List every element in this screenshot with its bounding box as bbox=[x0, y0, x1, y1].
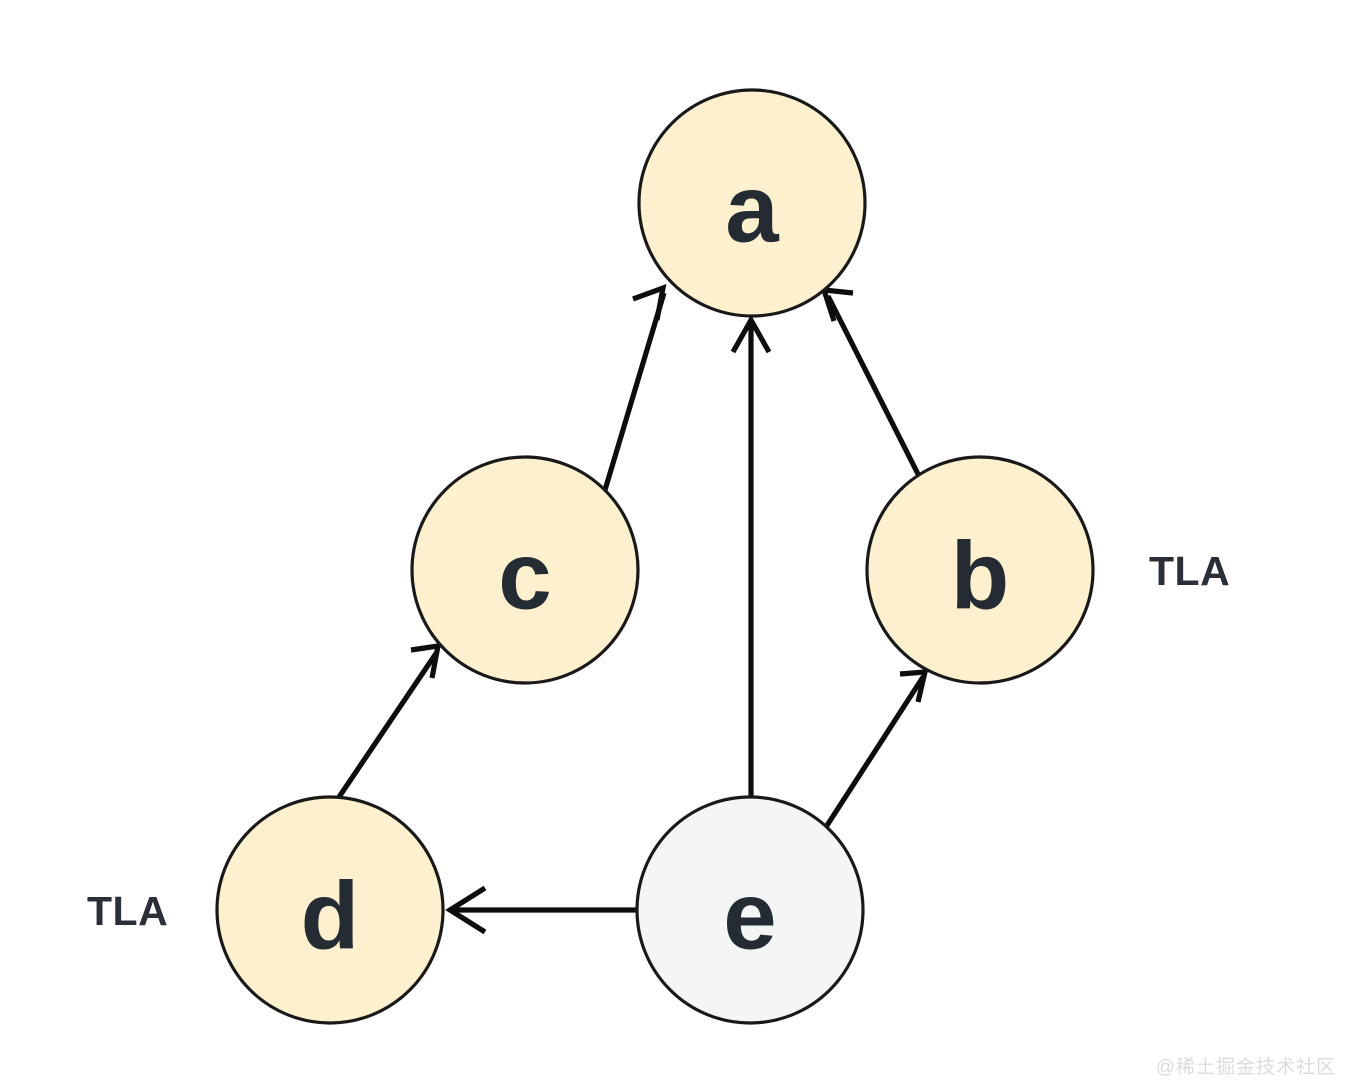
node-d[interactable]: d bbox=[215, 795, 445, 1025]
edge-e-to-d-arrowhead bbox=[445, 885, 487, 935]
annotation-tla-left: TLA bbox=[87, 888, 169, 934]
node-c[interactable]: c bbox=[410, 455, 640, 685]
node-d-label: d bbox=[301, 863, 360, 970]
node-b-circle[interactable] bbox=[865, 455, 1095, 685]
node-c-circle[interactable] bbox=[410, 455, 640, 685]
node-b-label: b bbox=[951, 523, 1010, 630]
node-e[interactable]: e bbox=[635, 795, 865, 1025]
edge-e-to-a bbox=[730, 314, 772, 797]
node-c-label: c bbox=[498, 523, 551, 630]
edge-e-to-d bbox=[445, 885, 637, 935]
watermark: @稀土掘金技术社区 bbox=[1155, 1057, 1336, 1078]
edge-e-to-a-arrowhead bbox=[730, 314, 772, 354]
edges-layer bbox=[334, 283, 929, 935]
edge-e-to-b-arrowhead bbox=[899, 669, 929, 703]
edge-e-to-b-line bbox=[823, 675, 926, 829]
node-a[interactable]: a bbox=[637, 88, 867, 318]
edge-c-to-a-line bbox=[602, 292, 667, 491]
nodes-layer: a c b d e bbox=[215, 88, 1095, 1025]
node-e-label: e bbox=[723, 863, 776, 970]
node-d-circle[interactable] bbox=[215, 795, 445, 1025]
edge-b-to-a bbox=[820, 287, 923, 480]
node-e-circle[interactable] bbox=[635, 795, 865, 1025]
edge-c-to-a-arrowhead bbox=[632, 283, 667, 321]
node-b[interactable]: b bbox=[865, 455, 1095, 685]
edge-d-to-c-arrowhead bbox=[410, 642, 442, 679]
edge-e-to-b bbox=[823, 669, 929, 829]
edge-d-to-c bbox=[334, 642, 442, 802]
node-a-label: a bbox=[725, 156, 779, 263]
node-a-circle[interactable] bbox=[637, 88, 867, 318]
edge-d-to-c-line bbox=[334, 650, 440, 802]
edge-b-to-a-line bbox=[825, 294, 923, 480]
annotation-tla-right: TLA bbox=[1149, 548, 1231, 594]
edge-c-to-a bbox=[602, 283, 667, 491]
